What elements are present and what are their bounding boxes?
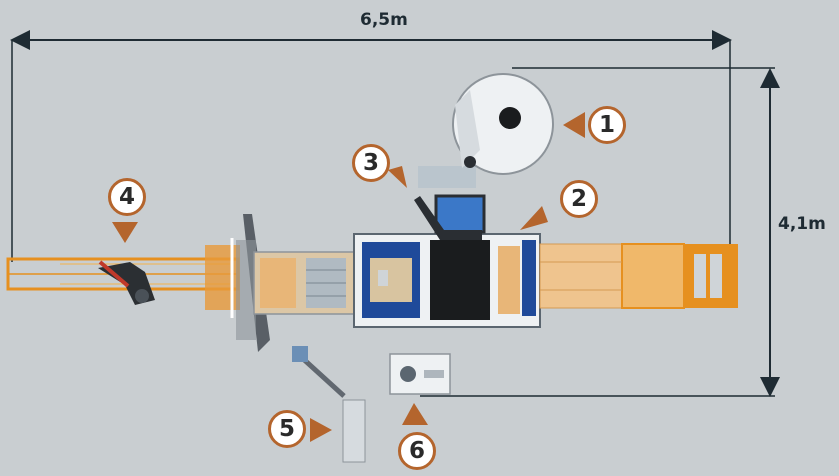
callout-3: 3 xyxy=(352,144,390,182)
callout-6: 6 xyxy=(398,432,436,470)
height-dimension xyxy=(420,67,780,397)
roller-conveyor-center xyxy=(253,251,355,315)
scanner-unit xyxy=(389,353,451,395)
width-dimension-label: 6,5m xyxy=(360,10,408,30)
callout-2: 2 xyxy=(560,180,598,218)
height-dimension-label: 4,1m xyxy=(778,214,826,234)
main-machine xyxy=(353,194,541,328)
callout-5: 5 xyxy=(268,410,306,448)
left-conveyor xyxy=(6,238,240,318)
right-conveyor xyxy=(539,243,738,309)
callout-4: 4 xyxy=(108,178,146,216)
cabinet-robot xyxy=(292,346,366,463)
round-machine xyxy=(418,73,554,188)
callout-arrows xyxy=(112,112,585,442)
callout-1: 1 xyxy=(588,106,626,144)
width-dimension xyxy=(10,30,732,262)
